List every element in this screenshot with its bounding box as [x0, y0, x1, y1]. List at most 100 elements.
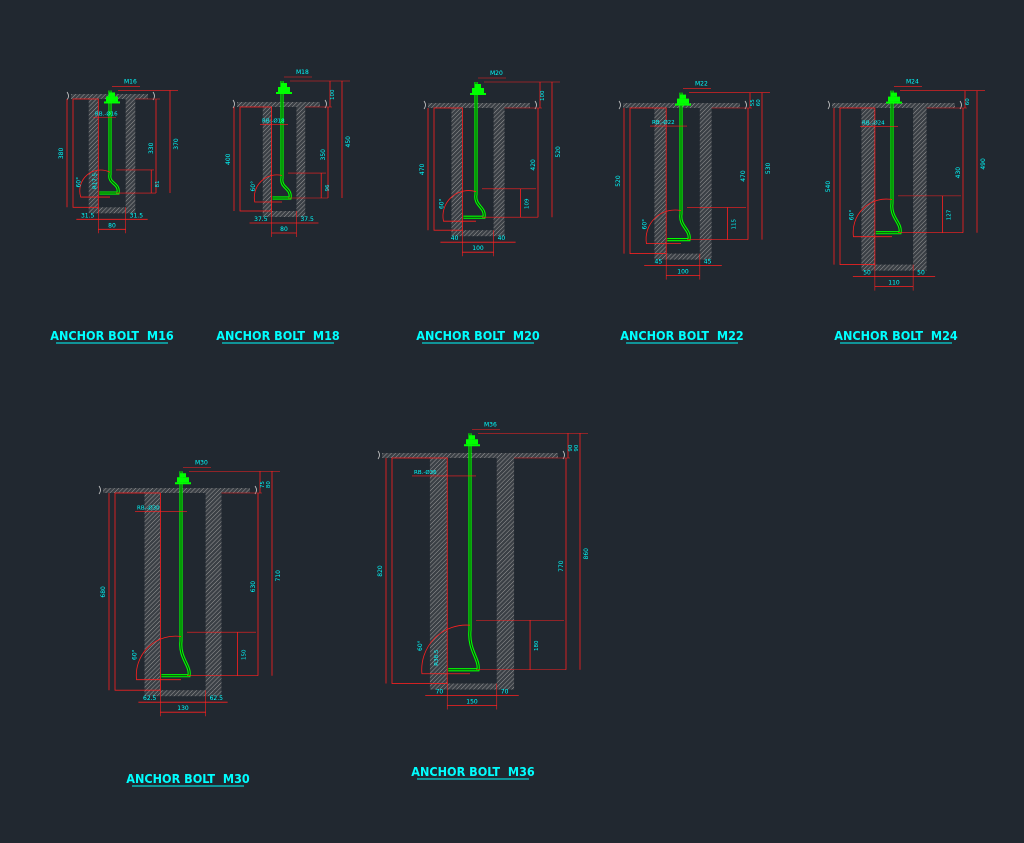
total-depth-label: 490	[980, 158, 987, 170]
radius-label: R38.5	[434, 649, 440, 666]
hook-angle-arc	[645, 209, 682, 244]
angle-label: 60°	[438, 198, 445, 209]
top-projection-label: 100	[540, 90, 546, 101]
bolt-hook-m22	[667, 92, 691, 242]
top-projection-label: 55	[750, 99, 756, 106]
bolt-thread-icon	[891, 92, 897, 97]
rebar-label: RB.-Ø24	[862, 119, 885, 126]
hook-angle-arc	[253, 174, 283, 203]
detail-title-m18: ANCHOR BOLT M18	[216, 328, 340, 343]
bolt-washer-icon	[675, 103, 691, 106]
left-gap-label: 50	[863, 270, 871, 277]
pocket-height-label: 680	[100, 586, 107, 598]
bolt-nut-icon	[106, 96, 118, 102]
bolt-hook-m30	[161, 471, 191, 678]
hook-height-label: 96	[325, 184, 331, 191]
angle-label: 60°	[132, 649, 139, 660]
hook-angle-arc	[852, 198, 893, 238]
concrete-surface	[428, 103, 530, 108]
pocket-outline	[391, 457, 448, 684]
angle-label: 60°	[848, 210, 855, 221]
left-gap-label: 70	[436, 689, 444, 696]
pocket-outline	[114, 492, 161, 691]
hook-height-label: 180	[534, 640, 540, 651]
total-depth-label: 710	[275, 570, 282, 582]
bolt-hook-m36	[448, 433, 480, 672]
bolt-centerline	[875, 90, 901, 234]
bolt-washer-icon	[464, 444, 480, 447]
pocket-height-label: 470	[419, 163, 426, 175]
right-gap-label: 70	[501, 689, 509, 696]
bolt-size-label: M30	[195, 459, 208, 466]
bolt-thread-icon	[281, 83, 287, 87]
hook-angle-arc	[421, 624, 471, 675]
bolt-size-label: M36	[484, 421, 497, 428]
embed-label: 630	[250, 581, 257, 593]
pocket-wall-right	[493, 108, 505, 231]
bolt-washer-icon	[276, 92, 292, 94]
total-depth-label: 370	[173, 138, 180, 150]
rebar-label: RB.-Ø30	[137, 504, 160, 511]
left-gap-label: 31.5	[81, 212, 95, 219]
bolt-size-label: M18	[296, 69, 309, 76]
pocket-bottom	[861, 264, 927, 271]
right-gap-label: 50	[917, 270, 925, 277]
bolt-washer-icon	[175, 482, 191, 485]
bolt-nut-icon	[677, 98, 689, 104]
pocket-outline	[72, 98, 99, 208]
pocket-wall-right	[913, 108, 927, 265]
bolt-centerline	[463, 82, 485, 218]
right-gap-label: 40	[498, 235, 506, 242]
detail-title-m20: ANCHOR BOLT M20	[416, 328, 540, 343]
bolt-nut-icon	[177, 477, 189, 483]
bolt-thread-icon	[469, 435, 475, 440]
left-gap-label: 45	[655, 259, 663, 266]
break-line	[232, 99, 327, 109]
embed-label: 420	[530, 159, 537, 171]
break-line	[66, 91, 155, 101]
hook-height-label: 115	[732, 219, 738, 230]
width-label: 100	[677, 269, 689, 276]
pocket-outline	[433, 107, 463, 231]
pocket-wall-right	[205, 493, 222, 691]
left-gap-label: 62.5	[143, 695, 157, 702]
top-projection-label: 100	[330, 89, 336, 100]
hook-height-label: 127	[947, 209, 953, 220]
pocket-bottom	[654, 253, 712, 260]
pocket-outline	[629, 107, 667, 255]
embed-label: 330	[148, 142, 155, 154]
angle-label: 60°	[76, 177, 83, 188]
bolt-hook-m24	[875, 90, 902, 235]
detail-title-m22: ANCHOR BOLT M22	[620, 328, 743, 343]
break-line	[423, 100, 537, 110]
break-line	[827, 100, 962, 110]
detail-title-m30: ANCHOR BOLT M30	[126, 771, 250, 786]
top-projection-label-2: 60	[756, 99, 762, 106]
detail-title-m24: ANCHOR BOLT M24	[834, 328, 958, 343]
top-projection-label: 60	[965, 98, 971, 105]
bolt-size-label: M20	[490, 70, 503, 77]
bolt-size-label: M22	[695, 81, 708, 88]
hook-angle-arc	[135, 635, 182, 681]
right-gap-label: 45	[704, 259, 712, 266]
total-depth-label: 450	[345, 136, 352, 148]
pocket-bottom	[88, 207, 136, 214]
bolt-size-label: M16	[124, 78, 137, 85]
pocket-wall-left	[429, 458, 448, 684]
bolt-centerline	[667, 92, 690, 241]
pocket-bottom	[144, 690, 222, 697]
bolt-hook-m16	[99, 90, 120, 195]
width-label: 130	[177, 705, 189, 712]
bolt-thread-icon	[109, 92, 115, 97]
pocket-height-label: 380	[58, 148, 65, 160]
embed-label: 470	[740, 170, 747, 182]
hook-height-label: 81	[155, 181, 161, 188]
width-label: 80	[108, 222, 116, 229]
concrete-surface	[237, 102, 320, 107]
top-projection-label: 90	[568, 444, 574, 451]
